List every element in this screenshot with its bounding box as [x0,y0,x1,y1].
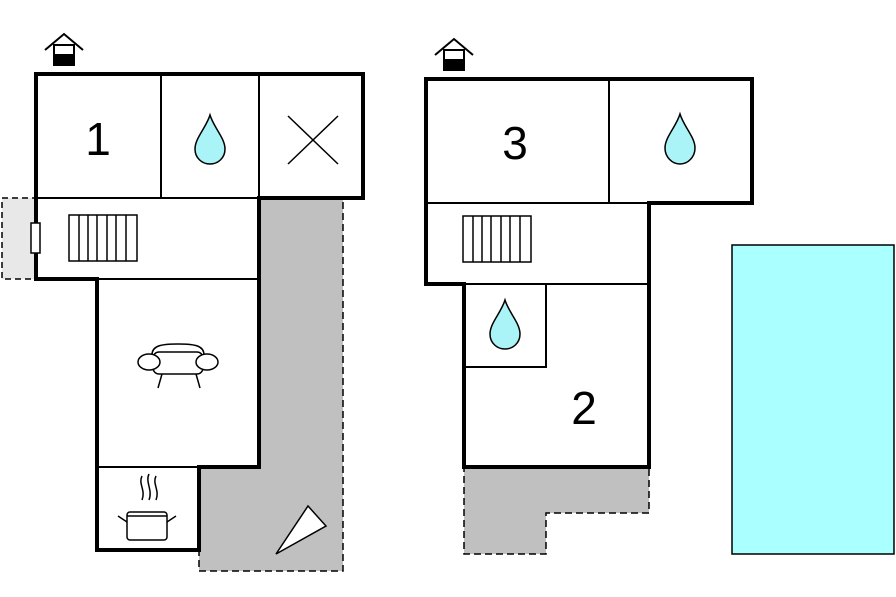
right-floor-walls [424,77,754,469]
kitchen-pot-icon [117,473,177,541]
water-drop-icon [489,297,521,350]
stairs-icon [68,214,138,262]
room-number-1: 1 [85,113,111,165]
water-drop-icon [194,112,226,165]
room-number-2: 2 [571,382,597,434]
house-entrance-icon [434,37,474,71]
door-icon [30,222,41,254]
right-floor: 3 2 [424,37,754,555]
compass-icon [275,504,328,555]
house-entrance-icon [44,32,84,66]
cross-icon [287,115,339,165]
sofa-icon [137,343,219,389]
swimming-pool [731,244,895,555]
stairs-icon [462,215,532,263]
water-drop-icon [664,111,696,165]
terrace [463,466,650,555]
left-floor: 1 [1,32,365,572]
room-number-3: 3 [502,117,528,169]
